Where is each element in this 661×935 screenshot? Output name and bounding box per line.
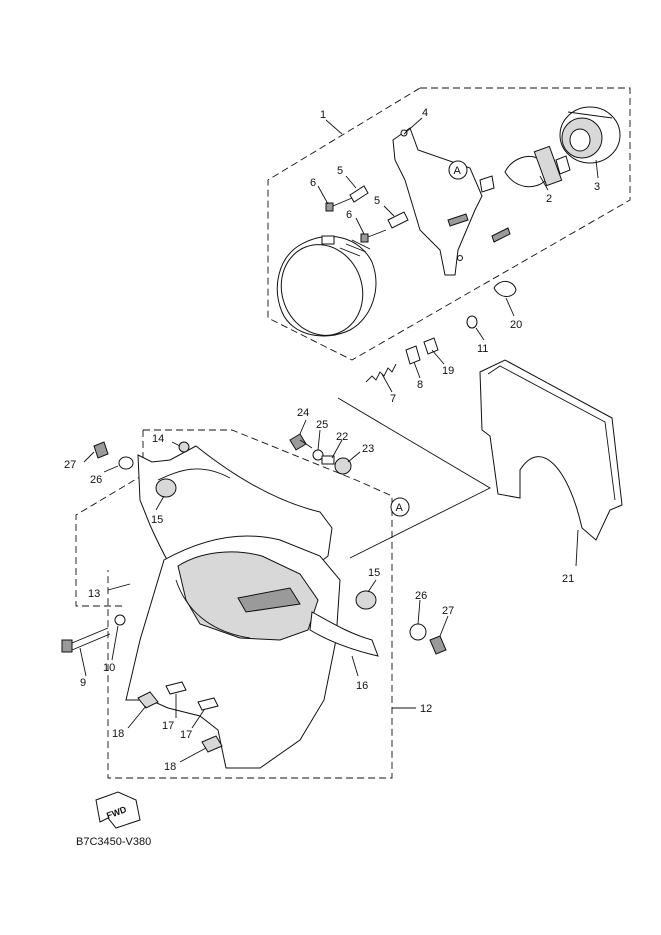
callout-17b: 17 <box>180 729 192 741</box>
cover-plate <box>479 359 623 541</box>
screw-6a <box>325 197 353 212</box>
callout-23: 23 <box>362 443 374 455</box>
clip-18a <box>137 691 159 709</box>
clip-5a <box>349 185 369 203</box>
damper-15-right <box>355 590 377 610</box>
callout-2: 2 <box>546 193 552 205</box>
bolt-27-left <box>93 441 109 459</box>
callout-16: 16 <box>356 680 368 692</box>
callout-17a: 17 <box>162 720 174 732</box>
collar-22 <box>321 455 335 465</box>
damper-23 <box>334 457 352 475</box>
callout-18a: 18 <box>112 728 124 740</box>
damper-15-left <box>155 478 177 498</box>
nut-14 <box>178 441 190 453</box>
ref-marker-a-lower <box>390 497 410 517</box>
callout-5a: 5 <box>337 165 343 177</box>
bolt-27-right <box>429 635 447 655</box>
washer-10 <box>114 614 126 626</box>
headlight-bulb <box>504 145 571 188</box>
callout-18b: 18 <box>164 761 176 773</box>
clip-5b <box>387 211 409 229</box>
fwd-arrow-icon <box>95 791 141 829</box>
ref-marker-a-upper-text: A <box>454 165 462 177</box>
screw-6b <box>360 229 387 243</box>
callout-1: 1 <box>320 109 326 121</box>
callout-10: 10 <box>103 662 115 674</box>
ref-marker-a-lower-text: A <box>396 502 404 514</box>
callout-24: 24 <box>297 407 309 419</box>
callout-5b: 5 <box>374 195 380 207</box>
callout-21: 21 <box>562 573 574 585</box>
headlight-group-outline <box>267 87 631 361</box>
cushion-17a <box>165 681 187 695</box>
callout-11: 11 <box>477 343 488 355</box>
callout-27b: 27 <box>442 605 454 617</box>
callout-27a: 27 <box>64 459 76 471</box>
callout-15a: 15 <box>151 514 163 526</box>
callout-19: 19 <box>442 365 454 377</box>
leader-lines <box>79 117 599 763</box>
callout-20: 20 <box>510 319 522 331</box>
ref-marker-a-upper <box>448 160 468 180</box>
bracket-bolt <box>447 213 469 227</box>
adjust-spring <box>365 363 397 383</box>
callouts: 1 2 3 4 5 5 6 6 7 8 9 10 11 12 13 14 15 … <box>64 107 600 773</box>
callout-13: 13 <box>88 588 100 600</box>
callout-3: 3 <box>594 181 600 193</box>
callout-8: 8 <box>417 379 423 391</box>
collar-26-left <box>118 456 134 470</box>
air-duct <box>309 611 379 657</box>
lower-group-outline <box>107 429 393 779</box>
callout-7: 7 <box>390 393 396 405</box>
small-bracket <box>423 337 439 355</box>
cushion-17b <box>197 697 219 711</box>
headlight-bracket <box>392 127 483 276</box>
callout-6a: 6 <box>310 177 316 189</box>
callout-14: 14 <box>152 433 164 445</box>
clip-18b <box>201 735 223 753</box>
callout-25: 25 <box>316 419 328 431</box>
bulb-cover <box>559 106 621 164</box>
callout-6b: 6 <box>346 209 352 221</box>
side-bolt <box>491 227 511 243</box>
bolt-9 <box>61 627 111 653</box>
bracket-grommet <box>479 175 495 193</box>
callout-26a: 26 <box>90 474 102 486</box>
callout-26b: 26 <box>415 590 427 602</box>
callout-22: 22 <box>336 431 348 443</box>
figure-code: B7C3450-V380 <box>76 836 152 848</box>
windshield-group-outline <box>75 430 144 607</box>
grommet-11 <box>466 315 478 329</box>
callout-15b: 15 <box>368 567 380 579</box>
callout-4: 4 <box>422 107 428 119</box>
callout-12: 12 <box>420 703 432 715</box>
routing-line <box>337 397 491 559</box>
callout-9: 9 <box>80 677 86 689</box>
collar-26-right <box>409 623 427 641</box>
headlight-unit <box>276 235 377 337</box>
adjust-nut <box>405 345 421 365</box>
wire-clip <box>493 281 517 297</box>
